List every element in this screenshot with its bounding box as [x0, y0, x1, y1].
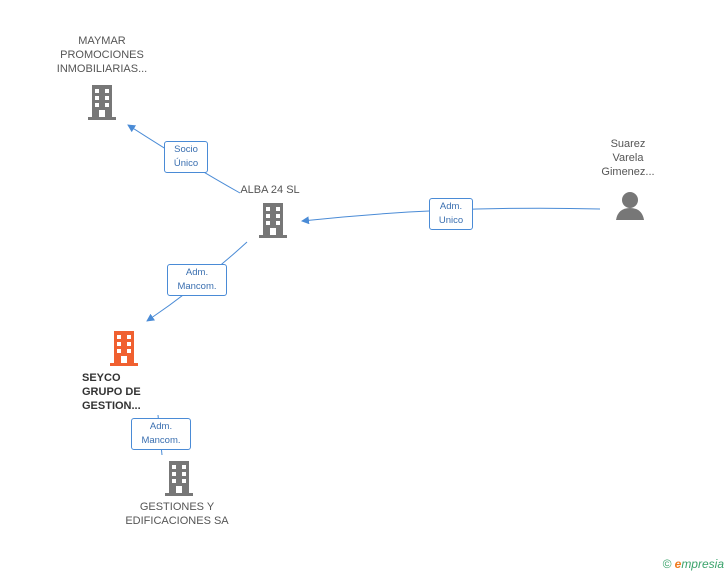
edge-label-line: Único: [173, 158, 199, 169]
person-icon[interactable]: [614, 190, 646, 222]
edge-label-socio-unico[interactable]: Socio Único: [164, 141, 208, 173]
label-line: GESTIONES Y: [139, 501, 215, 513]
label-line: SEYCO: [82, 372, 121, 384]
edge-label-line: Unico: [438, 215, 464, 226]
building-icon[interactable]: [163, 460, 195, 496]
building-icon[interactable]: [257, 202, 289, 238]
edge-label-adm-mancom[interactable]: Adm. Mancom.: [167, 264, 227, 296]
brand-name: mpresia: [681, 557, 724, 571]
label-line: GRUPO DE: [82, 386, 141, 398]
label-line: Gimenez...: [601, 166, 655, 178]
label-line: EDIFICACIONES SA: [125, 515, 229, 527]
edge-label-line: Adm.: [439, 201, 463, 212]
node-label-alba[interactable]: ALBA 24 SL: [225, 183, 315, 197]
node-label-seyco[interactable]: SEYCO GRUPO DE GESTION...: [82, 371, 162, 413]
copyright-icon: ©: [662, 557, 672, 571]
node-label-gestiones[interactable]: GESTIONES Y EDIFICACIONES SA: [120, 500, 234, 528]
label-line: PROMOCIONES: [60, 49, 144, 61]
brand-e: e: [674, 557, 682, 571]
empresia-logo[interactable]: © empresia: [662, 557, 724, 571]
node-label-maymar[interactable]: MAYMAR PROMOCIONES INMOBILIARIAS...: [46, 34, 158, 76]
label-line: Varela: [612, 152, 644, 164]
label-line: ALBA 24 SL: [240, 184, 300, 196]
building-icon[interactable]: [108, 330, 140, 366]
node-label-suarez[interactable]: Suarez Varela Gimenez...: [590, 137, 666, 179]
edge-label-line: Socio: [174, 144, 198, 155]
edge-label-line: Adm.: [149, 421, 173, 432]
edge-label-adm-unico[interactable]: Adm. Unico: [429, 198, 473, 230]
label-line: GESTION...: [82, 400, 141, 412]
edge-label-line: Mancom.: [141, 435, 181, 446]
label-line: MAYMAR: [78, 35, 126, 47]
edge-label-line: Adm.: [185, 267, 209, 278]
building-icon[interactable]: [86, 84, 118, 120]
label-line: INMOBILIARIAS...: [56, 63, 148, 75]
label-line: Suarez: [610, 138, 646, 150]
edge-label-line: Mancom.: [177, 281, 217, 292]
edge-label-adm-mancom[interactable]: Adm. Mancom.: [131, 418, 191, 450]
